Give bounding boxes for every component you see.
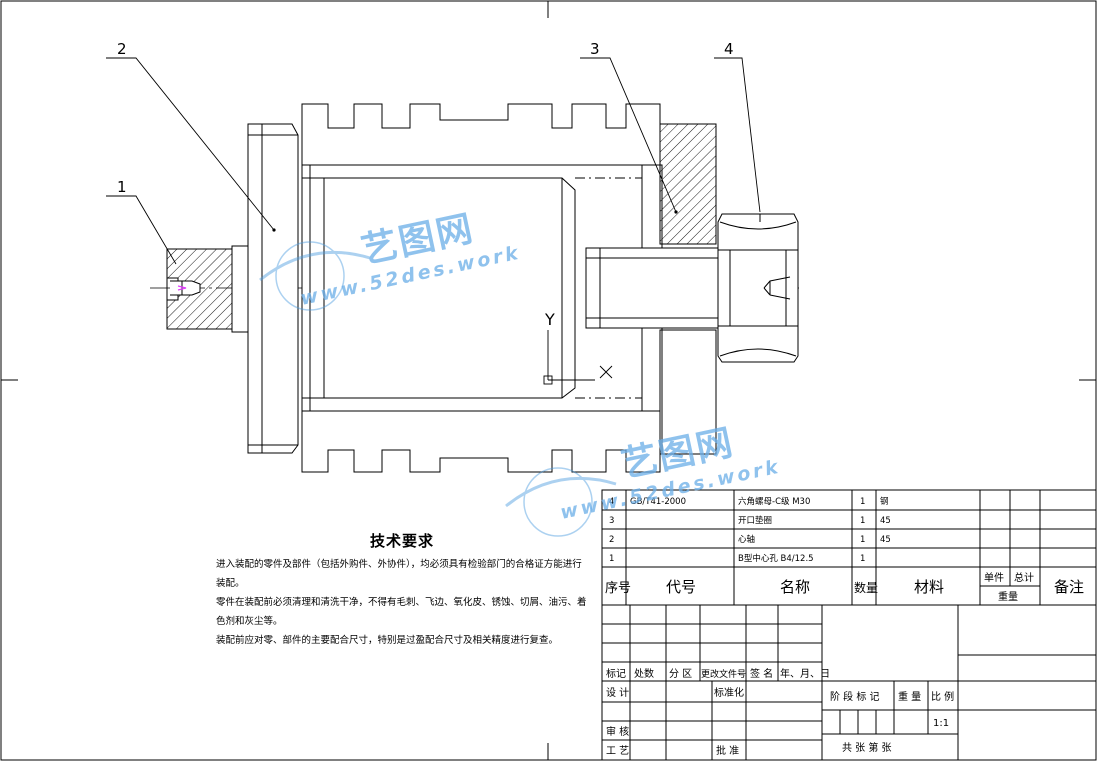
bom-header-remark: 备注: [1054, 578, 1084, 596]
tech-requirements-title: 技术要求: [369, 532, 434, 550]
stage-label: 阶 段 标 记: [830, 690, 880, 703]
leader-dot-3: [674, 210, 678, 214]
process-label: 工 艺: [606, 745, 629, 757]
leader-dot-2: [272, 228, 276, 232]
bom-row-qty: 1: [860, 516, 865, 526]
ucs-y-label: Y: [544, 310, 555, 329]
bom-row-no: 3: [609, 516, 614, 526]
review-label: 审 核: [606, 725, 629, 738]
bom-row-qty: 1: [860, 554, 865, 564]
bom-table: [601, 489, 1097, 606]
bom-header-unit: 单件: [984, 572, 1004, 584]
rev-header-count: 处数: [634, 667, 654, 680]
bom-row-name: 开口垫圈: [738, 515, 772, 526]
tech-requirements: 技术要求 进入装配的零件及部件（包括外购件、外协件），均必须具有检验部门的合格证…: [216, 532, 588, 650]
bom-text: 4 GB/T41-2000 六角螺母-C级 M30 1 钢 3 开口垫圈 1 4…: [609, 496, 891, 564]
watermark-globe-icon: [259, 241, 617, 537]
bom-row-qty: 1: [860, 497, 865, 507]
bom-row-name: 六角螺母-C级 M30: [738, 496, 810, 507]
ucs-axis-icon: [543, 330, 613, 385]
rev-header-date: 年、月、日: [780, 667, 830, 680]
bom-header-total: 总计: [1014, 571, 1034, 584]
bom-row-code: GB/T41-2000: [630, 497, 686, 507]
part-1-center-hole: [166, 245, 249, 333]
bom-row-qty: 1: [860, 535, 865, 545]
tech-requirement-line: 装配前应对零、部件的主要配合尺寸，特别是过盈配合尺寸及相关精度进行复查。: [216, 635, 559, 646]
approve-label: 批 准: [716, 744, 739, 757]
scale-value: 1:1: [933, 718, 949, 729]
bom-row-name: B型中心孔 B4/12.5: [738, 553, 814, 564]
bom-row-material: 45: [880, 535, 891, 545]
rev-header-mark: 标记: [606, 668, 626, 680]
bom-header-weight: 重量: [998, 590, 1018, 603]
title-block-text: 标记 处数 分 区 更改文件号 签 名 年、月、日 设 计 标准化 审 核 工 …: [606, 667, 954, 757]
leaders: [106, 57, 761, 265]
weight-label: 重 量: [898, 690, 921, 703]
bom-header-name: 名称: [780, 578, 810, 596]
rev-header-doc: 更改文件号: [701, 668, 746, 680]
balloon-4: 4: [724, 40, 734, 58]
bom-row-name: 心轴: [738, 534, 755, 545]
bom-row-material: 钢: [880, 496, 889, 507]
part-4-hex-nut: [717, 213, 799, 363]
bom-header: 序号 代号 名称 数量 材料 单件 总计 重量 备注: [605, 571, 1084, 603]
balloon-1: 1: [117, 178, 127, 196]
bom-header-no: 序号: [605, 581, 631, 596]
bom-row-material: 45: [880, 516, 891, 526]
bom-header-qty: 数量: [854, 580, 878, 595]
title-block: [601, 604, 1097, 761]
standard-label: 标准化: [714, 686, 744, 699]
bom-row-no: 2: [609, 535, 614, 545]
bom-header-material: 材料: [914, 578, 944, 596]
bom-row-no: 1: [609, 554, 614, 564]
scale-label: 比 例: [931, 690, 954, 703]
rev-header-zone: 分 区: [669, 668, 692, 680]
bom-row-no: 4: [609, 497, 614, 507]
tech-requirement-line: 进入装配的零件及部件（包括外购件、外协件），均必须具有检验部门的合格证方能进行装…: [216, 559, 582, 589]
rev-header-sign: 签 名: [750, 667, 773, 680]
balloon-2: 2: [117, 40, 127, 58]
tech-requirement-line: 零件在装配前必须清理和清洗干净，不得有毛刺、飞边、氧化皮、锈蚀、切屑、油污、着色…: [216, 597, 587, 627]
sheets-label: 共 张 第 张: [842, 741, 892, 754]
design-label: 设 计: [606, 686, 629, 699]
part-2-mandrel: [247, 103, 719, 473]
part-3-slotted-washer: [659, 123, 717, 455]
bom-header-code: 代号: [666, 578, 696, 596]
balloon-3: 3: [590, 40, 600, 58]
